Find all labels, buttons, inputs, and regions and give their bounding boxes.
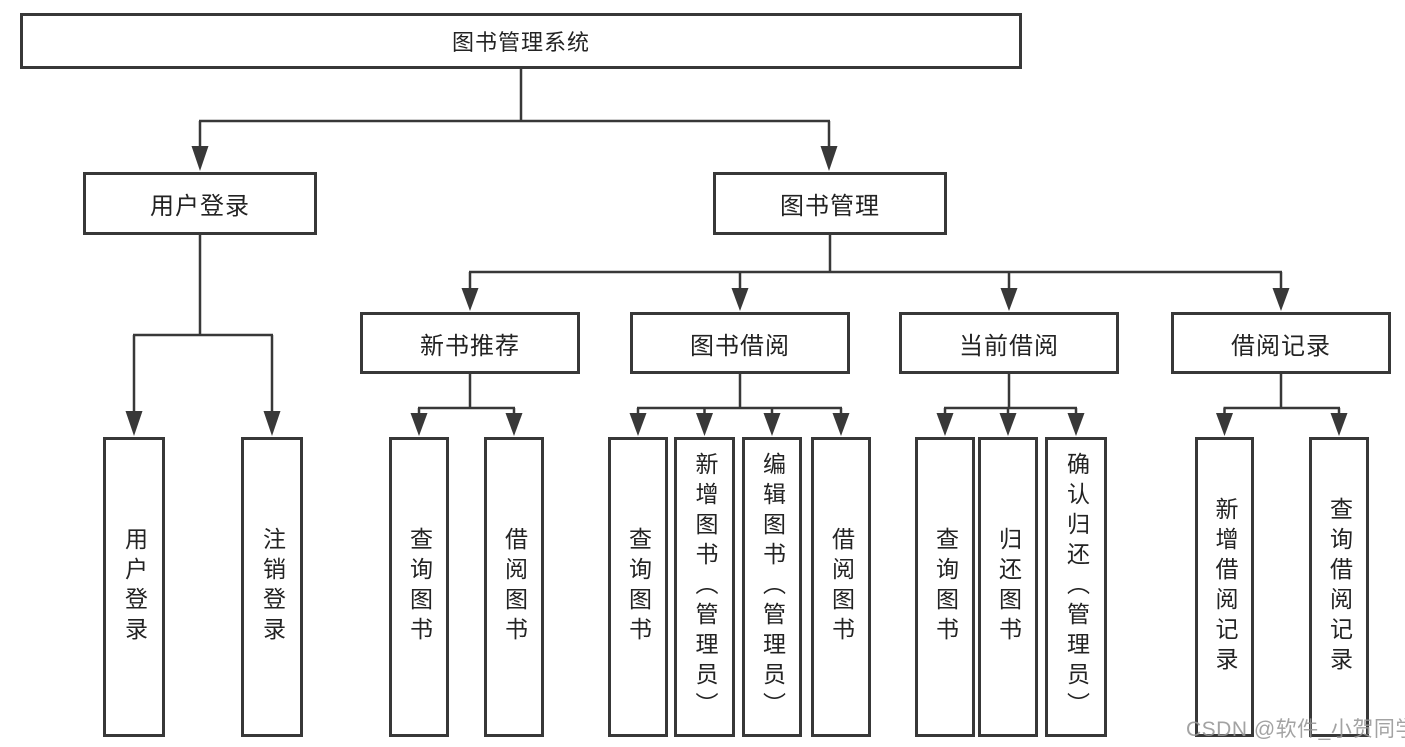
leaf-edit-book-admin: 编辑图书（管理员） [742, 437, 802, 737]
node-label: 编辑图书（管理员） [759, 452, 786, 722]
leaf-query-book-3: 查询图书 [915, 437, 975, 737]
leaf-logout: 注销登录 [241, 437, 303, 737]
connector-line [198, 69, 831, 148]
node-label: 注销登录 [259, 527, 286, 647]
connector-user-login-to-children [125, 235, 281, 436]
arrowhead [629, 413, 647, 436]
leaf-add-book-admin: 新增图书（管理员） [674, 437, 735, 737]
arrowhead [696, 413, 713, 436]
arrowhead [461, 288, 479, 311]
arrowhead [263, 411, 281, 436]
leaf-borrow-book-2: 借阅图书 [811, 437, 871, 737]
arrowhead [410, 413, 428, 436]
arrowhead [191, 146, 209, 171]
node-label: 查询图书 [625, 527, 652, 647]
arrowhead [763, 413, 781, 436]
arrowhead [999, 413, 1017, 436]
node-label: 查询图书 [406, 527, 433, 647]
node-label: 借阅图书 [501, 527, 528, 647]
node-label: 新增图书（管理员） [692, 452, 718, 722]
connector-root-to-level2 [191, 69, 838, 171]
node-label: 图书借阅 [690, 332, 790, 360]
arrowhead [1272, 288, 1290, 311]
arrowhead [1216, 413, 1233, 436]
node-library-management-system: 图书管理系统 [20, 13, 1022, 69]
arrowhead [1330, 413, 1348, 436]
leaf-return-book: 归还图书 [978, 437, 1038, 737]
leaf-query-book-1: 查询图书 [389, 437, 449, 737]
connector-book-borrow-to-children [629, 374, 850, 436]
csdn-watermark: CSDN @软件_小贺同学 [1186, 718, 1405, 741]
leaf-borrow-book-1: 借阅图书 [484, 437, 544, 737]
node-new-book-recommend: 新书推荐 [360, 312, 580, 374]
connector-book-management-to-level3 [461, 235, 1290, 311]
node-label: 查询借阅记录 [1326, 497, 1353, 677]
arrowhead [832, 413, 850, 436]
connector-line [468, 235, 1283, 290]
node-book-borrow: 图书借阅 [630, 312, 850, 374]
node-label: 确认归还（管理员） [1063, 452, 1090, 722]
connector-line [132, 235, 274, 412]
arrowhead [820, 146, 838, 171]
node-label: 用户登录 [121, 527, 148, 647]
node-borrow-record: 借阅记录 [1171, 312, 1391, 374]
node-label: 借阅记录 [1231, 332, 1331, 360]
connector-new-book-to-children [410, 374, 523, 436]
node-label: 新书推荐 [420, 332, 520, 360]
connector-current-borrow-to-children [936, 374, 1085, 436]
arrowhead [125, 411, 143, 436]
arrowhead [731, 288, 749, 311]
leaf-user-login: 用户登录 [103, 437, 165, 737]
node-label: 用户登录 [150, 193, 250, 220]
node-label: 借阅图书 [828, 527, 855, 647]
leaf-confirm-return-admin: 确认归还（管理员） [1045, 437, 1107, 737]
node-label: 查询图书 [932, 527, 959, 647]
node-current-borrow: 当前借阅 [899, 312, 1119, 374]
node-label: 归还图书 [995, 527, 1022, 647]
node-user-login: 用户登录 [83, 172, 317, 235]
node-book-management: 图书管理 [713, 172, 947, 235]
connector-borrow-record-to-children [1216, 374, 1348, 436]
arrowhead [936, 413, 954, 436]
arrowhead [505, 413, 523, 436]
connector-line [1223, 374, 1341, 415]
arrowhead [1067, 413, 1085, 436]
node-label: 当前借阅 [959, 332, 1059, 360]
arrowhead [1000, 288, 1018, 311]
leaf-query-book-2: 查询图书 [608, 437, 668, 737]
leaf-add-borrow-record: 新增借阅记录 [1195, 437, 1254, 737]
connector-line [636, 374, 843, 415]
node-label: 图书管理系统 [451, 30, 590, 55]
connector-line [943, 374, 1078, 415]
node-label: 新增借阅记录 [1212, 497, 1238, 677]
node-label: 图书管理 [780, 193, 880, 220]
leaf-query-borrow-record: 查询借阅记录 [1309, 437, 1369, 737]
connector-line [417, 374, 516, 415]
